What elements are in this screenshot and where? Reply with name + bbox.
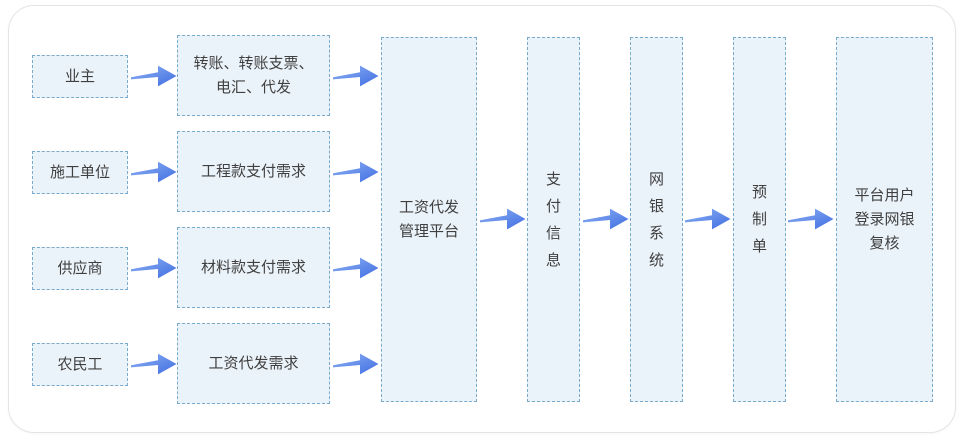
node-construction-unit: 施工单位 <box>32 151 128 194</box>
node-preorder: 预 制 单 <box>733 37 786 402</box>
flow-arrow-icon <box>333 65 379 87</box>
node-supplier: 供应商 <box>32 247 128 290</box>
flow-arrow-icon <box>333 257 379 279</box>
node-payment-info: 支 付 信 息 <box>527 37 580 402</box>
node-ebank-system: 网 银 系 统 <box>630 37 683 402</box>
flow-arrow-icon <box>685 208 731 230</box>
flow-arrow-icon <box>131 65 177 87</box>
flow-arrow-icon <box>583 208 629 230</box>
node-project-payment-demand: 工程款支付需求 <box>177 131 330 212</box>
node-platform-review: 平台用户 登录网银 复核 <box>836 37 933 402</box>
node-owner: 业主 <box>32 55 128 98</box>
node-salary-agency-demand: 工资代发需求 <box>177 323 330 404</box>
node-material-payment-demand: 材料款支付需求 <box>177 227 330 308</box>
node-transfer-methods: 转账、转账支票、 电汇、代发 <box>177 35 330 116</box>
flow-arrow-icon <box>333 161 379 183</box>
node-migrant-worker: 农民工 <box>32 343 128 386</box>
node-salary-platform: 工资代发 管理平台 <box>381 37 477 402</box>
flow-arrow-icon <box>131 257 177 279</box>
flow-arrow-icon <box>131 161 177 183</box>
flow-arrow-icon <box>480 208 526 230</box>
flow-arrow-icon <box>131 353 177 375</box>
flow-arrow-icon <box>788 208 834 230</box>
flow-arrow-icon <box>333 353 379 375</box>
